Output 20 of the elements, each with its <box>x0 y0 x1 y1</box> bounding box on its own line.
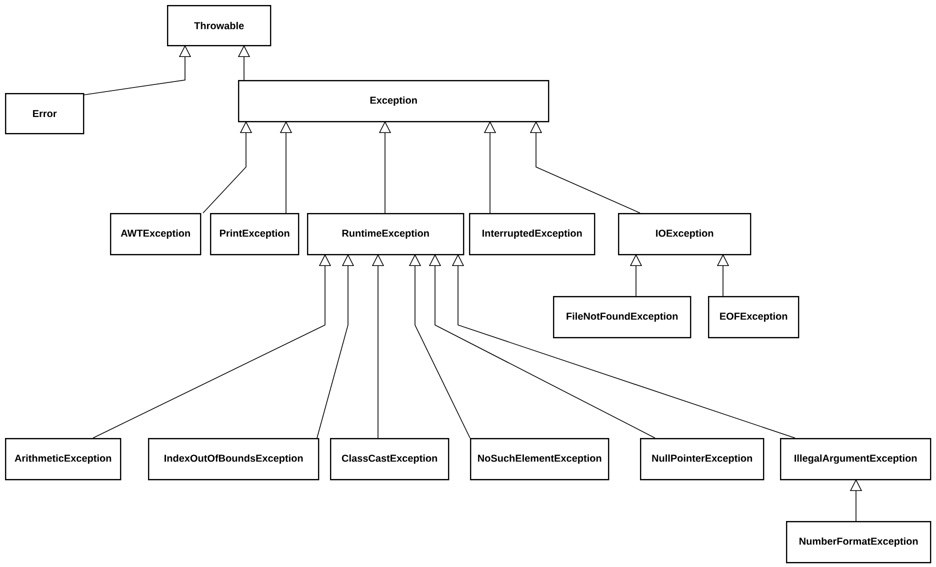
class-box: EOFException <box>708 296 800 338</box>
class-box: NullPointerException <box>640 438 764 480</box>
inheritance-arrow <box>452 254 796 438</box>
class-box: IndexOutOfBoundsException <box>148 438 320 480</box>
class-box: PrintException <box>210 213 300 256</box>
class-box: RuntimeException <box>307 213 464 256</box>
inheritance-arrow <box>428 254 656 438</box>
class-box: InterruptedException <box>469 213 596 256</box>
class-box: Throwable <box>167 5 272 46</box>
class-box: NoSuchElementException <box>470 438 610 480</box>
class-box: ClassCastException <box>330 438 450 480</box>
class-box: FileNotFoundException <box>553 296 692 338</box>
class-box: Exception <box>238 80 550 122</box>
class-box: AWTException <box>110 213 202 256</box>
inheritance-arrow <box>408 254 470 438</box>
class-box: ArithmeticException <box>5 438 122 480</box>
class-box: Error <box>5 93 84 134</box>
class-box: IllegalArgumentException <box>780 438 932 480</box>
class-box: IOException <box>618 213 752 256</box>
class-box: NumberFormatException <box>786 521 932 564</box>
